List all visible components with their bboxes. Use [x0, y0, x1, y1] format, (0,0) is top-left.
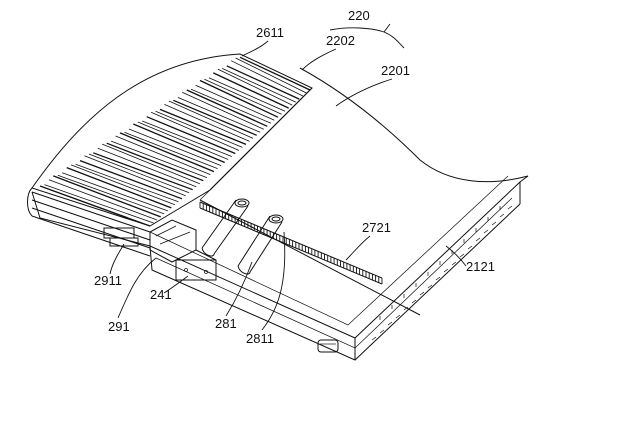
hatch-line: [39, 185, 151, 227]
rack-gear: [199, 201, 383, 285]
label-291: 291: [108, 319, 130, 334]
hatch-line: [53, 175, 161, 218]
side-perforations: [371, 205, 513, 341]
hatch-line: [150, 111, 240, 151]
hatch-line: [182, 91, 264, 130]
hatch-line: [119, 132, 215, 173]
hatch-line: [168, 100, 254, 139]
label-2721: 2721: [362, 220, 391, 235]
hatch-line: [186, 89, 268, 127]
hatch-line: [137, 121, 229, 160]
hatch-line: [44, 184, 154, 224]
flexible-display-sheet: [199, 67, 529, 316]
hatch-line: [84, 155, 186, 197]
hatch-line: [115, 135, 211, 175]
hatch-line: [217, 68, 293, 106]
hatch-line: [93, 152, 193, 191]
hatch-line: [204, 78, 282, 115]
hatch-line: [66, 166, 172, 209]
rolled-housing: [27, 53, 313, 257]
hatch-line: [190, 88, 272, 124]
label-2911: 2911: [94, 273, 122, 288]
hatch-line: [124, 131, 218, 169]
hatch-line: [226, 65, 300, 100]
hatch-line: [208, 77, 286, 112]
hatch-line: [88, 153, 190, 194]
hatch-line: [230, 60, 304, 97]
hatch-line: [97, 147, 197, 188]
label-2611: 2611: [256, 25, 284, 40]
hatch-line: [110, 140, 208, 178]
label-241: 241: [150, 287, 172, 302]
hatch-line: [173, 99, 257, 136]
base-tray: [31, 175, 529, 361]
hatch-line: [235, 57, 307, 94]
hatch-line: [106, 142, 204, 182]
label-220: 220: [348, 8, 370, 23]
label-2202: 2202: [326, 33, 355, 48]
rack-teeth: [199, 202, 383, 284]
hatch-line: [70, 164, 176, 206]
label-2811: 2811: [246, 331, 274, 346]
leader-lines: [109, 23, 467, 331]
hatch-line: [133, 123, 225, 164]
hatch-line: [199, 79, 279, 118]
hatch-line: [75, 163, 179, 203]
hatch-line: [155, 110, 243, 148]
hatch-line: [62, 172, 168, 212]
hatch-line: [146, 116, 236, 155]
hatch-line: [164, 104, 250, 142]
label-281: 281: [215, 316, 237, 331]
housing-hatching: [39, 56, 311, 227]
hatch-line: [142, 120, 232, 157]
hatch-line: [159, 108, 247, 146]
label-2201: 2201: [381, 63, 410, 78]
hatch-line: [48, 179, 158, 221]
roller-assembly: [149, 198, 284, 281]
hatch-line: [57, 174, 165, 215]
hatch-line: [222, 68, 296, 103]
hatch-line: [102, 143, 200, 185]
hatch-line: [239, 56, 311, 91]
hatch-line: [213, 72, 289, 109]
hatch-line: [79, 159, 183, 200]
hatch-line: [195, 84, 275, 121]
label-2121: 2121: [466, 259, 495, 274]
hatch-line: [128, 128, 222, 166]
hatch-line: [177, 97, 261, 133]
